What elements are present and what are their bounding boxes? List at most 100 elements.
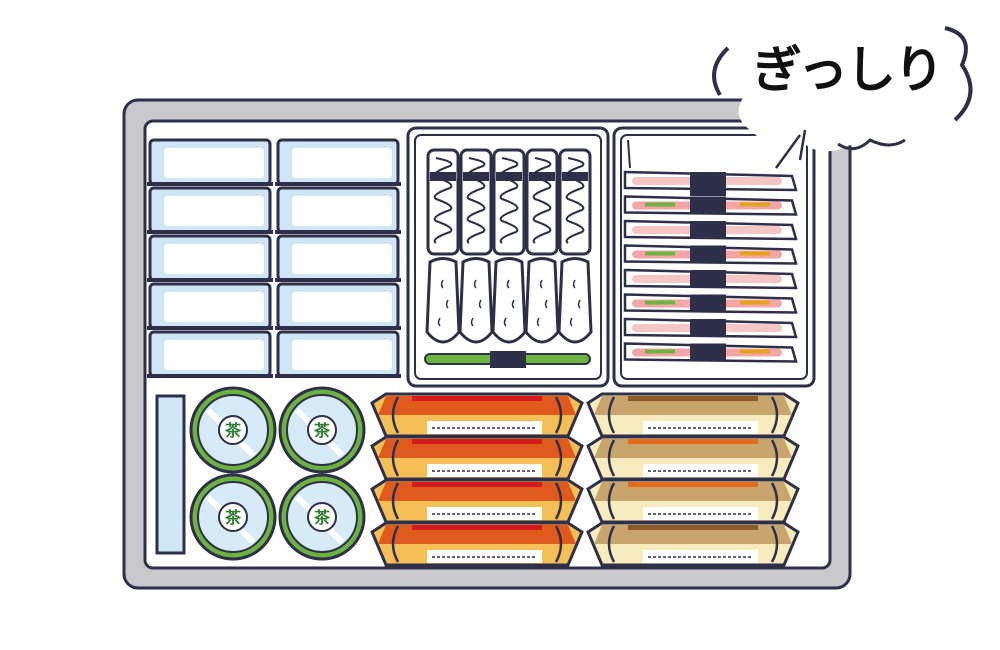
meat-roll <box>623 244 798 265</box>
tea-cup: 茶 <box>278 473 366 561</box>
vegetable-strip <box>740 349 770 354</box>
rice-cake-mark <box>437 279 449 327</box>
blue-tray <box>275 138 401 186</box>
blue-tray <box>275 282 401 330</box>
blue-tray <box>147 186 273 234</box>
noodle-band <box>529 172 555 181</box>
tube-ends <box>391 439 563 477</box>
blue-tray-highlight <box>292 148 392 178</box>
tube-ends <box>391 396 563 434</box>
tube-stripe <box>412 396 542 401</box>
noodle-band <box>496 172 522 181</box>
meat-box-line <box>627 139 631 169</box>
vegetable-strip <box>740 202 770 207</box>
blue-tray <box>275 234 401 282</box>
noodle-band <box>463 172 489 181</box>
noodle-band <box>430 172 456 181</box>
tea-cup: 茶 <box>278 386 366 474</box>
meat-roll <box>623 170 798 196</box>
noodle-bundle <box>557 148 593 344</box>
blue-tray <box>147 234 273 282</box>
blue-stick <box>155 394 186 555</box>
rice-cake <box>458 257 494 344</box>
tea-cup-label: 茶 <box>224 421 242 440</box>
meat-roll <box>623 268 798 290</box>
meat-roll <box>623 317 798 339</box>
tube-ends <box>607 439 779 477</box>
vegetable-strip <box>740 251 770 256</box>
bubble-outline-right <box>944 26 973 122</box>
meat-roll <box>623 195 798 216</box>
blue-tray <box>275 186 401 234</box>
snack-tube <box>370 478 584 524</box>
speech-bubble <box>731 6 963 152</box>
tube-ends <box>607 482 779 520</box>
blue-tray <box>275 330 401 378</box>
meat-band <box>690 172 726 196</box>
noodle-strands <box>499 157 519 244</box>
tube-ends <box>607 525 779 563</box>
meat-roll <box>623 293 798 314</box>
rice-cake-mark <box>569 279 581 327</box>
tea-cup-label-circle <box>218 415 248 445</box>
tea-cup-label-circle <box>307 502 337 532</box>
noodle-box-inner <box>414 134 602 380</box>
rice-cake-mark <box>503 279 515 327</box>
blue-tray <box>147 138 273 186</box>
noodle-strands <box>466 157 486 244</box>
vegetable-strip <box>740 300 770 305</box>
noodle-strands <box>532 157 552 244</box>
blue-tray <box>147 330 273 378</box>
tea-cup: 茶 <box>189 473 277 561</box>
vegetable-strip <box>645 349 675 354</box>
bubble-tail <box>774 129 807 169</box>
snack-tube <box>370 435 584 481</box>
tea-cup-label: 茶 <box>313 421 331 440</box>
snack-tube <box>586 392 800 438</box>
blue-tray-highlight <box>164 340 264 370</box>
noodle-bundle <box>524 148 560 344</box>
vegetable-strip <box>645 202 675 207</box>
rice-cake-mark <box>470 279 482 327</box>
tea-cup: 茶 <box>189 386 277 474</box>
blue-tray <box>147 282 273 330</box>
blue-tray-highlight <box>164 244 264 274</box>
tea-cup-label-circle <box>307 415 337 445</box>
tube-stripe <box>412 439 542 444</box>
meat-roll <box>623 342 798 363</box>
tube-stripe <box>628 482 758 487</box>
snack-tube <box>586 435 800 481</box>
tube-stripe <box>628 525 758 530</box>
snack-tube <box>586 521 800 567</box>
noodle-bundle <box>491 148 527 344</box>
green-onion-band <box>490 351 526 368</box>
rice-cake <box>425 257 461 344</box>
blue-tray-highlight <box>164 292 264 322</box>
blue-tray-highlight <box>164 196 264 226</box>
noodle-band <box>562 172 588 181</box>
tube-stripe <box>628 439 758 444</box>
meat-band <box>690 221 726 239</box>
noodle-bundle <box>425 148 461 344</box>
noodle-strands <box>433 157 453 244</box>
vegetable-strip <box>645 300 675 305</box>
blue-tray-highlight <box>292 340 392 370</box>
rice-cake <box>524 257 560 344</box>
tube-stripe <box>628 396 758 401</box>
meat-band <box>690 294 726 313</box>
tea-cup-label-circle <box>218 502 248 532</box>
tube-ends <box>607 396 779 434</box>
tube-stripe <box>412 525 542 530</box>
meat-band <box>690 196 726 215</box>
tea-cup-label: 茶 <box>313 508 331 527</box>
rice-cake-mark <box>536 279 548 327</box>
meat-band <box>690 245 726 264</box>
rice-cake <box>491 257 527 344</box>
noodle-strands <box>565 157 585 244</box>
snack-tube <box>370 392 584 438</box>
meat-roll <box>623 219 798 241</box>
bubble-outline-left <box>712 46 730 97</box>
bubble-text: ぎっしり <box>752 41 944 99</box>
blue-tray-highlight <box>164 148 264 178</box>
